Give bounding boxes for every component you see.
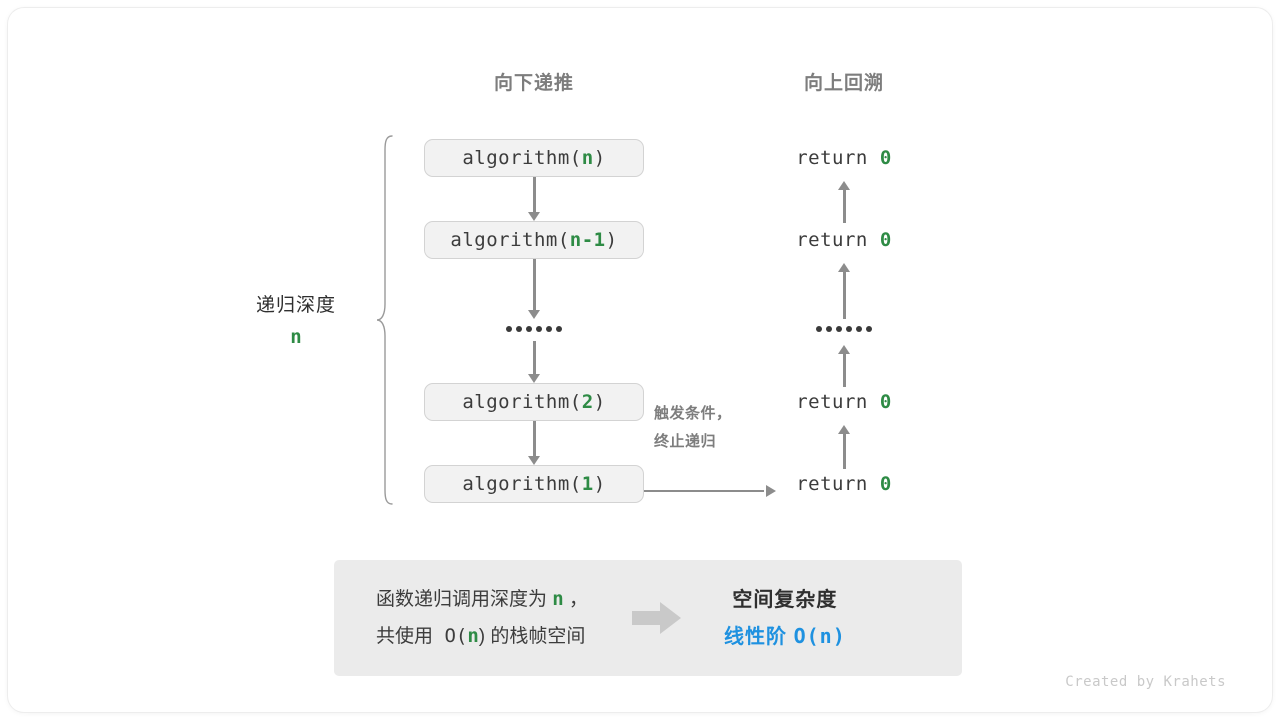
up-arrow-icon-3 — [836, 345, 852, 387]
terminate-arrow-icon — [644, 483, 776, 499]
return-keyword: return — [796, 147, 880, 169]
call-box-prefix: algorithm( — [462, 391, 582, 413]
return-statement-1: return 0 — [796, 147, 892, 169]
credit-text: Created by Krahets — [1065, 674, 1226, 690]
column-header-recurse-down: 向下递推 — [493, 73, 575, 94]
column-header-backtrack-up: 向上回溯 — [803, 73, 885, 94]
down-arrow-icon-1 — [526, 177, 542, 221]
complexity-title: 空间复杂度 — [732, 588, 838, 611]
call-box-arg: 1 — [581, 473, 594, 495]
ellipsis-dots-right — [816, 326, 872, 332]
call-box-suffix: ) — [593, 391, 606, 413]
down-arrow-icon-4 — [526, 421, 542, 465]
down-arrow-icon-2 — [526, 259, 542, 319]
call-box-2[interactable]: algorithm(2) — [424, 383, 644, 421]
complexity-order-label: 线性阶 — [724, 625, 794, 648]
call-box-arg: n-1 — [569, 229, 606, 251]
recursion-depth-title: 递归深度 — [255, 295, 337, 316]
complexity-value: 线性阶 O(n) — [724, 618, 846, 655]
terminate-condition-line1: 触发条件， — [654, 405, 732, 422]
return-value: 0 — [879, 229, 892, 251]
summary-conclusion: 空间复杂度 线性阶 O(n) — [724, 582, 846, 655]
call-box-prefix: algorithm( — [462, 473, 582, 495]
call-box-suffix: ) — [593, 473, 606, 495]
up-arrow-icon-1 — [836, 181, 852, 223]
summary-line1-variable: n — [552, 588, 564, 610]
return-statement-3: return 0 — [796, 391, 892, 413]
call-box-suffix: ) — [605, 229, 618, 251]
down-arrow-icon-3 — [526, 341, 542, 383]
recursion-depth-value: n — [290, 326, 302, 348]
summary-panel: 函数递归调用深度为 n ， 共使用 O(n) 的栈帧空间 空间复杂度 线性阶 O… — [334, 560, 962, 676]
return-value: 0 — [879, 391, 892, 413]
call-box-arg: 2 — [581, 391, 594, 413]
call-box-1[interactable]: algorithm(1) — [424, 465, 644, 503]
up-arrow-icon-4 — [836, 425, 852, 469]
block-arrow-right-icon — [632, 601, 682, 635]
call-box-n-minus-1[interactable]: algorithm(n-1) — [424, 221, 644, 259]
summary-line-1: 函数递归调用深度为 n ， — [376, 581, 588, 618]
call-box-suffix: ) — [593, 147, 606, 169]
terminate-condition-line2: 终止递归 — [654, 433, 717, 450]
return-statement-4: return 0 — [796, 473, 892, 495]
summary-line2-variable: n — [467, 625, 479, 647]
summary-line1-prefix: 函数递归调用深度为 — [376, 589, 553, 610]
return-value: 0 — [879, 147, 892, 169]
summary-description: 函数递归调用深度为 n ， 共使用 O(n) 的栈帧空间 — [376, 581, 588, 655]
return-value: 0 — [879, 473, 892, 495]
call-box-prefix: algorithm( — [450, 229, 570, 251]
return-keyword: return — [796, 391, 880, 413]
up-arrow-icon-2 — [836, 263, 852, 319]
summary-line2-prefix: 共使用 O( — [376, 625, 468, 647]
call-box-prefix: algorithm( — [462, 147, 582, 169]
summary-line2-suffix: ) 的栈帧空间 — [478, 626, 586, 647]
terminate-condition-label: 触发条件， 终止递归 — [654, 400, 732, 456]
return-statement-2: return 0 — [796, 229, 892, 251]
summary-line-2: 共使用 O(n) 的栈帧空间 — [376, 618, 588, 655]
return-keyword: return — [796, 473, 880, 495]
call-box-n[interactable]: algorithm(n) — [424, 139, 644, 177]
return-keyword: return — [796, 229, 880, 251]
ellipsis-dots-left — [506, 326, 562, 332]
complexity-notation: O(n) — [793, 623, 846, 648]
recursion-depth-label: 递归深度 n — [256, 290, 336, 348]
call-box-arg: n — [581, 147, 594, 169]
recursion-depth-brace — [374, 134, 398, 506]
diagram-card: 向下递推 向上回溯 递归深度 n algorithm(n) algorithm(… — [8, 8, 1272, 712]
summary-line1-suffix: ， — [563, 589, 589, 610]
